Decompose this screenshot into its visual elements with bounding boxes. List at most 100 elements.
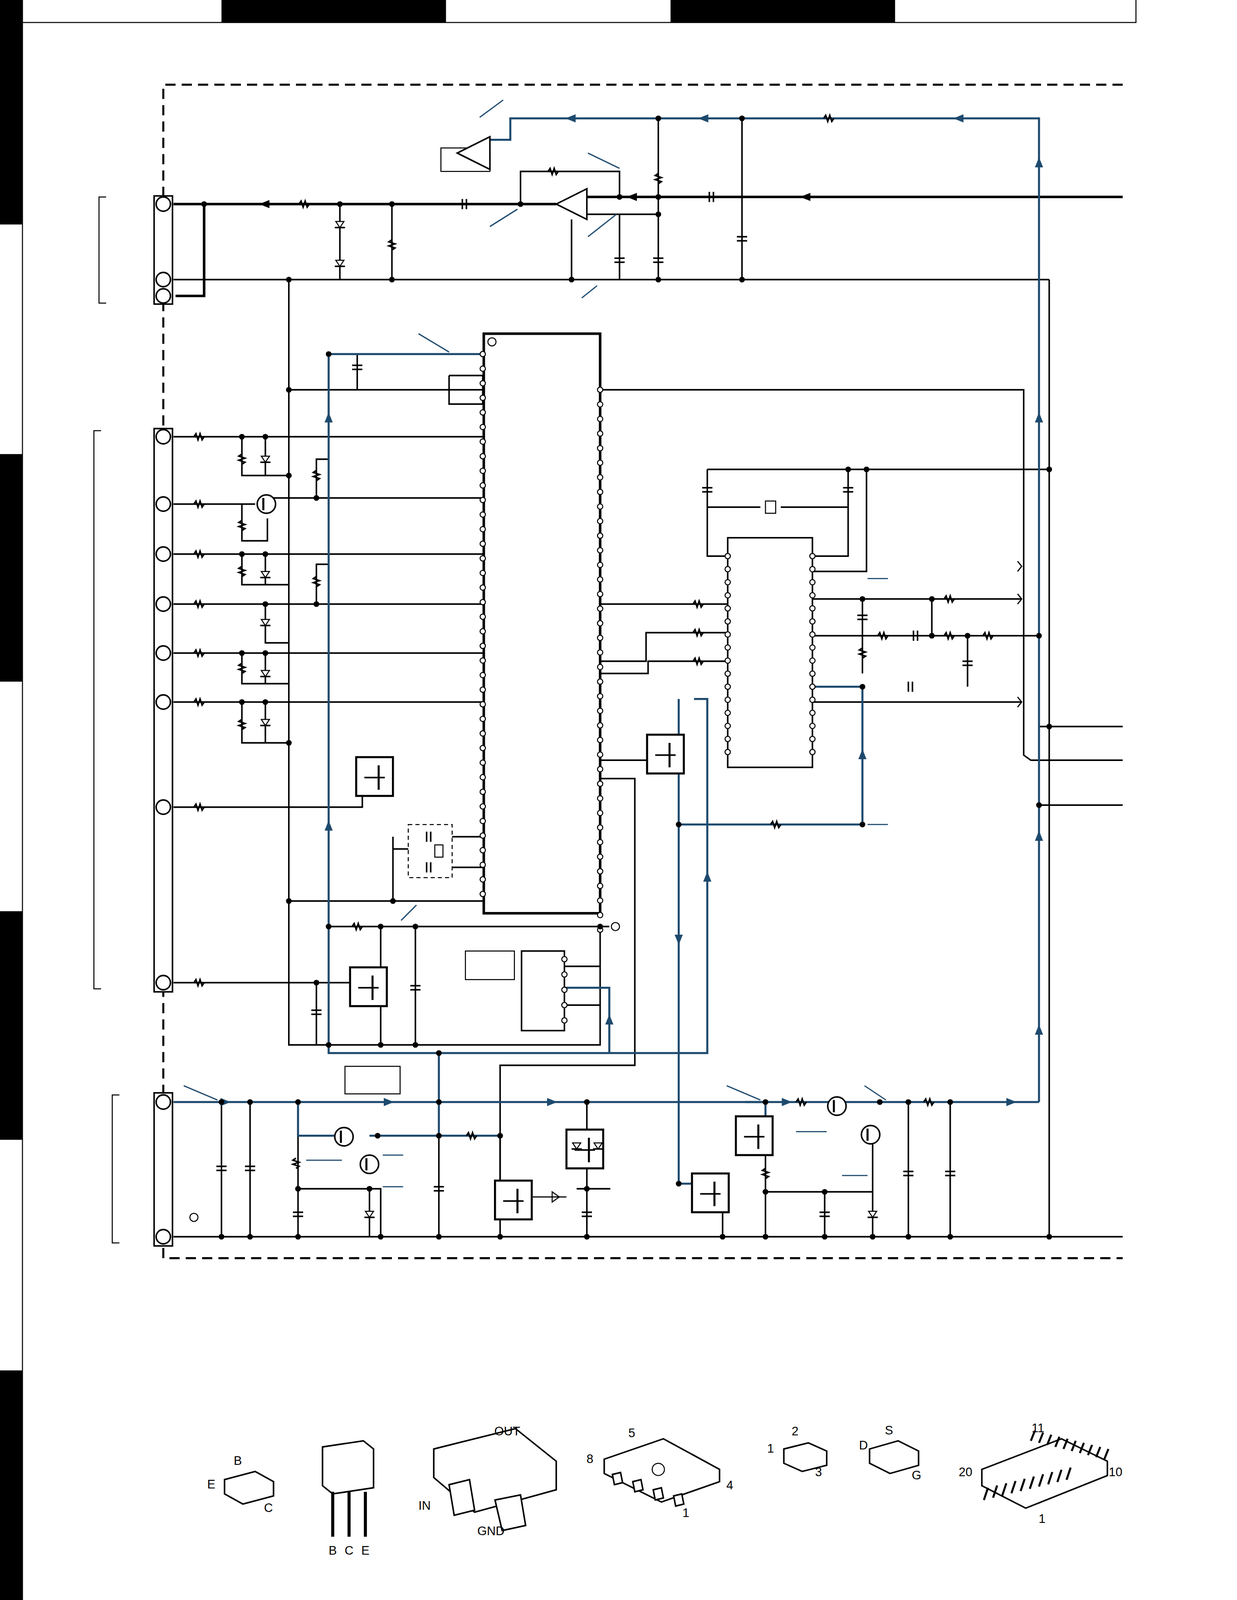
pin-dot	[479, 453, 486, 460]
pin-dot	[479, 628, 486, 635]
wire	[931, 599, 933, 636]
flow-arrow	[703, 871, 712, 883]
pin-dot	[479, 701, 486, 708]
capacitor-plate	[410, 989, 421, 991]
transistor-array	[494, 1180, 532, 1220]
capacitor-plate	[843, 491, 854, 493]
wire	[618, 214, 621, 280]
test-point	[190, 1213, 199, 1222]
connector-body	[154, 195, 173, 305]
pin-dot	[809, 631, 816, 638]
capacitor-plate	[410, 985, 421, 987]
junction-dot	[295, 1234, 302, 1241]
junction-dot	[869, 1234, 876, 1241]
pin-dot	[561, 1017, 568, 1024]
junction-dot	[1036, 632, 1042, 639]
pin-dot	[724, 592, 731, 599]
pin-dot	[724, 736, 731, 743]
pin-dot	[479, 891, 486, 897]
junction-dot	[863, 466, 870, 473]
wire	[949, 1102, 951, 1237]
wire	[707, 468, 1050, 470]
leader-line	[418, 333, 450, 353]
pin-dot	[597, 430, 603, 437]
junction-dot	[295, 1186, 302, 1193]
wire	[173, 278, 1050, 281]
diode-bar	[334, 265, 346, 268]
pin-dot	[479, 760, 486, 766]
wire	[220, 1102, 223, 1237]
pin-dot	[597, 606, 603, 612]
transistor-base	[832, 1100, 836, 1113]
diode-symbol	[261, 670, 270, 677]
capacitor-plate	[911, 681, 914, 693]
pin-dot	[724, 723, 731, 729]
junction-dot	[497, 1234, 504, 1241]
leader-line	[841, 1175, 868, 1177]
pin-dot	[479, 570, 486, 577]
wire	[273, 497, 483, 499]
package-lead	[653, 1488, 664, 1501]
junction-dot	[821, 1234, 828, 1241]
flow-arrow	[674, 934, 683, 946]
leader-line	[726, 1085, 761, 1101]
pin-dot	[597, 416, 603, 422]
capacitor-plate	[311, 1013, 322, 1016]
capacitor-plate	[962, 660, 973, 662]
junction-dot	[389, 276, 396, 283]
flow-arrow	[1035, 1024, 1044, 1036]
junction-dot	[1046, 1234, 1053, 1241]
resistor-symbol	[762, 1168, 769, 1179]
diode-symbol	[261, 571, 270, 578]
leader-line	[867, 824, 889, 826]
resistor-symbol	[943, 596, 955, 603]
junction-dot	[313, 495, 320, 502]
wire	[812, 635, 1040, 637]
wire	[765, 1191, 873, 1193]
transistor-base	[339, 1130, 343, 1144]
pin-label: 1	[682, 1506, 690, 1521]
connector-pin	[156, 497, 171, 512]
diode-symbol	[261, 456, 270, 463]
resistor-symbol	[823, 115, 835, 122]
capacitor-plate	[433, 1190, 445, 1192]
transistor-symbol	[827, 1097, 847, 1116]
wire	[907, 1102, 910, 1237]
connector-pin	[156, 547, 171, 562]
pin-dot	[597, 664, 603, 670]
capacitor-plate	[857, 614, 868, 617]
ic-body	[521, 951, 565, 1032]
package-lead	[331, 1492, 335, 1538]
side-mark	[0, 0, 23, 225]
transistor-base	[516, 1188, 519, 1214]
package-lead	[1047, 1435, 1052, 1446]
pin-dot	[724, 658, 731, 664]
junction-dot	[738, 276, 745, 283]
junction-dot	[859, 821, 866, 828]
pin-dot	[479, 658, 486, 664]
leader-line	[306, 1159, 343, 1162]
sot23-package	[224, 1471, 274, 1505]
pin-dot	[597, 562, 603, 568]
wire	[600, 661, 728, 674]
junction-dot	[655, 194, 662, 201]
pin-dot	[597, 620, 603, 626]
leader-line	[400, 905, 417, 921]
wire	[241, 436, 289, 476]
pin-label: 10	[1108, 1466, 1123, 1480]
capacitor-plate	[430, 862, 432, 873]
pin-dot	[479, 585, 486, 591]
pin-label: 11	[1031, 1422, 1045, 1436]
wire	[241, 554, 289, 586]
pin-dot	[724, 684, 731, 690]
pin-dot	[724, 553, 731, 559]
resistor-symbol	[293, 1158, 300, 1169]
pin-dot	[809, 606, 816, 612]
signal-wire	[586, 195, 1123, 199]
wire	[173, 503, 256, 505]
junction-dot	[675, 1181, 682, 1188]
pin-dot	[724, 697, 731, 703]
leader-line	[382, 1154, 404, 1157]
wire	[339, 204, 341, 280]
